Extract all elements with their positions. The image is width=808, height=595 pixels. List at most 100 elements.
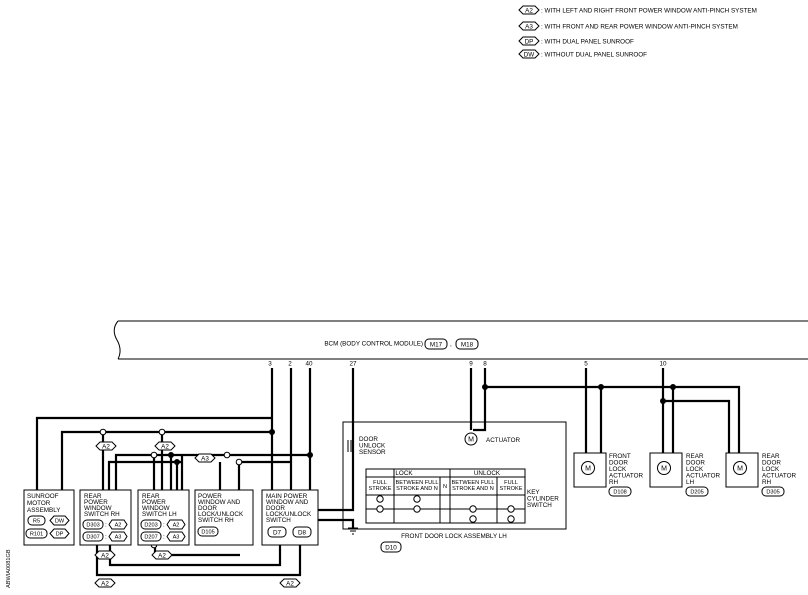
front-door-lock-assembly-lh: DOOR UNLOCK SENSOR M ACTUATOR LOCK UNLOC… xyxy=(342,421,567,553)
legend-text: : WITH DUAL PANEL SUNROOF xyxy=(541,38,634,45)
connector-r101: R101 xyxy=(30,532,43,538)
svg-text:SWITCH LH: SWITCH LH xyxy=(142,511,177,518)
legend-code: A2 xyxy=(525,7,533,14)
legend-item-a3: A3 : WITH FRONT AND REAR POWER WINDOW AN… xyxy=(518,21,738,31)
svg-text:A2: A2 xyxy=(101,552,109,559)
motor-symbol: M xyxy=(661,466,667,473)
tag-a2: A2 xyxy=(154,441,176,451)
sunroof-motor-assembly: SUNROOF MOTOR ASSEMBLY R5 DW R101 DP xyxy=(23,489,75,546)
svg-text:UNLOCK: UNLOCK xyxy=(474,470,501,477)
svg-text:DOOR: DOOR xyxy=(686,460,705,467)
svg-text:WINDOW AND: WINDOW AND xyxy=(198,499,241,506)
svg-text:UNLOCK: UNLOCK xyxy=(359,443,386,450)
bcm-pins: 3 2 40 27 9 8 5 10 xyxy=(268,361,667,368)
svg-text:FULL: FULL xyxy=(373,480,387,486)
svg-text:ACTUATOR: ACTUATOR xyxy=(609,473,644,480)
svg-text:A2: A2 xyxy=(101,580,109,587)
svg-text:BETWEEN FULL: BETWEEN FULL xyxy=(396,480,439,486)
svg-text:STROKE: STROKE xyxy=(368,486,391,492)
pin-2: 2 xyxy=(288,361,292,368)
tag-a2: A2 xyxy=(94,578,116,588)
svg-text:DOOR: DOOR xyxy=(198,505,217,512)
legend-item-a2: A2 : WITH LEFT AND RIGHT FRONT POWER WIN… xyxy=(518,5,757,15)
bcm-label: BCM (BODY CONTROL MODULE) xyxy=(324,341,423,348)
svg-text:REAR: REAR xyxy=(84,493,102,500)
motor-symbol: M xyxy=(468,437,474,444)
svg-text:LOCK: LOCK xyxy=(686,466,704,473)
connector-d8: D8 xyxy=(298,529,307,536)
connector-d108: D108 xyxy=(613,490,626,496)
bcm-connector-m17: M17 xyxy=(430,341,443,348)
tag-a2: A2 xyxy=(95,441,117,451)
svg-text:DOOR: DOOR xyxy=(359,436,378,443)
tag-a2: A2 xyxy=(279,578,301,588)
actuator-label: ACTUATOR xyxy=(486,437,521,444)
rear-door-lock-actuator-rh: M REAR DOOR LOCK ACTUATOR RH D305 xyxy=(725,452,797,497)
svg-text:CYLINDER: CYLINDER xyxy=(527,496,559,503)
reference-code: ABWIA0081GB xyxy=(6,549,12,588)
connector-d203: D203 xyxy=(144,523,157,529)
svg-text:REAR: REAR xyxy=(762,453,780,460)
svg-text:DOOR: DOOR xyxy=(609,460,628,467)
connector-d207: D207 xyxy=(144,535,157,541)
svg-text:SWITCH RH: SWITCH RH xyxy=(198,517,234,524)
svg-text::: : xyxy=(163,534,165,541)
pin-10: 10 xyxy=(659,361,667,368)
svg-text:BETWEEN FULL: BETWEEN FULL xyxy=(452,480,495,486)
svg-text:DOOR: DOOR xyxy=(762,460,781,467)
svg-text:STROKE AND N: STROKE AND N xyxy=(452,486,494,492)
svg-text:A2: A2 xyxy=(102,443,110,450)
motor-symbol: M xyxy=(585,466,591,473)
svg-text:POWER: POWER xyxy=(142,499,166,506)
svg-text:MOTOR: MOTOR xyxy=(27,500,51,507)
svg-text:LOCK: LOCK xyxy=(395,470,413,477)
svg-text:SWITCH RH: SWITCH RH xyxy=(84,511,120,518)
legend: A2 : WITH LEFT AND RIGHT FRONT POWER WIN… xyxy=(518,5,757,59)
pin-9: 9 xyxy=(469,361,473,368)
svg-text:REAR: REAR xyxy=(686,453,704,460)
svg-text:STROKE AND N: STROKE AND N xyxy=(396,486,438,492)
connector-d10: D10 xyxy=(385,544,397,551)
svg-text:LOCK/UNLOCK: LOCK/UNLOCK xyxy=(198,511,244,518)
svg-text:STROKE: STROKE xyxy=(499,486,522,492)
pin-27: 27 xyxy=(349,361,357,368)
legend-text: : WITH FRONT AND REAR POWER WINDOW ANTI-… xyxy=(541,23,738,30)
connector-d307: D307 xyxy=(86,535,99,541)
svg-text:FULL: FULL xyxy=(504,480,518,486)
tag-a2: A2 xyxy=(94,550,116,560)
legend-text: : WITH LEFT AND RIGHT FRONT POWER WINDOW… xyxy=(541,7,757,14)
assembly-label: FRONT DOOR LOCK ASSEMBLY LH xyxy=(401,533,507,540)
svg-text:A3: A3 xyxy=(201,455,209,462)
svg-text:A2: A2 xyxy=(286,580,294,587)
svg-text:REAR: REAR xyxy=(142,493,160,500)
connector-d205: D205 xyxy=(690,490,703,496)
tag-dp: DP xyxy=(56,532,64,538)
main-power-window-switch: MAIN POWER WINDOW AND DOOR LOCK/UNLOCK S… xyxy=(261,489,319,546)
svg-text:LH: LH xyxy=(686,479,695,486)
connector-r5: R5 xyxy=(33,519,40,525)
svg-text:KEY: KEY xyxy=(527,489,540,496)
svg-text:LOCK: LOCK xyxy=(609,466,627,473)
svg-text:A2: A2 xyxy=(158,552,166,559)
front-door-lock-actuator-rh: M FRONT DOOR LOCK ACTUATOR RH D108 xyxy=(573,452,644,497)
wire-option-tags: A2 A2 A3 A2 A2 A2 A2 xyxy=(94,441,301,588)
svg-text:WINDOW: WINDOW xyxy=(142,505,170,512)
legend-item-dw: DW : WITHOUT DUAL PANEL SUNROOF xyxy=(518,49,647,59)
svg-text:DOOR: DOOR xyxy=(266,505,285,512)
svg-text:ASSEMBLY: ASSEMBLY xyxy=(27,507,61,514)
tag-a3: A3 xyxy=(194,453,216,463)
connector-d305: D305 xyxy=(766,490,779,496)
tag-a3: A3 xyxy=(115,535,122,541)
splice-points xyxy=(99,384,676,549)
bcm-separator: , xyxy=(450,341,452,348)
legend-code: A3 xyxy=(525,23,533,30)
tag-a2: A2 xyxy=(115,523,122,529)
svg-text:POWER: POWER xyxy=(84,499,108,506)
pin-8: 8 xyxy=(483,361,487,368)
connector-d7: D7 xyxy=(273,529,282,536)
tag-a2: A2 xyxy=(173,523,180,529)
svg-text:RH: RH xyxy=(762,479,772,486)
svg-text:RH: RH xyxy=(609,479,619,486)
tag-dw: DW xyxy=(55,519,65,525)
svg-text::: : xyxy=(163,522,165,529)
